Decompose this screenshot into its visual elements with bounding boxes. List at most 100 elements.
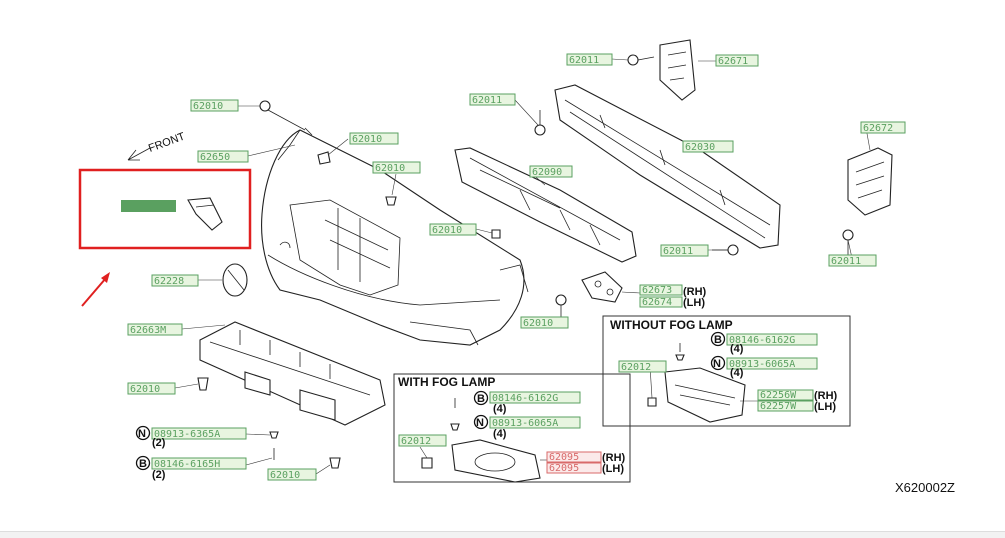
svg-text:B: B bbox=[477, 393, 485, 405]
nut-with-icon bbox=[450, 423, 460, 431]
part-label-62671[interactable]: 62671 bbox=[715, 54, 759, 67]
qty-bolt-c: (2) bbox=[152, 469, 166, 481]
part-label-62010-mid[interactable]: 62010 bbox=[429, 223, 477, 236]
svg-text:62011: 62011 bbox=[569, 55, 599, 66]
part-label-62012-a[interactable]: 62012 bbox=[618, 360, 667, 373]
bumper-reinforcement-drawing[interactable] bbox=[554, 84, 781, 249]
part-label-62228[interactable]: 62228 bbox=[151, 274, 199, 287]
svg-text:62011: 62011 bbox=[472, 95, 502, 106]
svg-text:B: B bbox=[139, 458, 147, 470]
side-rh-bracket: (RH) bbox=[683, 286, 707, 298]
part-label-62011-a[interactable]: 62011 bbox=[566, 53, 613, 66]
svg-text:08146-6165H: 08146-6165H bbox=[154, 459, 220, 470]
bolt-marker-b-c: B bbox=[135, 455, 151, 471]
with-fog-lamp-title: WITH FOG LAMP bbox=[398, 375, 495, 389]
part-label-nut-c[interactable]: 08913-6365A bbox=[151, 427, 247, 440]
bracket-62671-drawing[interactable] bbox=[659, 39, 696, 101]
svg-text:08913-6365A: 08913-6365A bbox=[154, 429, 220, 440]
part-label-62010-right[interactable]: 62010 bbox=[349, 132, 399, 145]
bolt-marker-b-a: B bbox=[710, 331, 726, 347]
energy-absorber-drawing[interactable] bbox=[454, 147, 637, 263]
part-label-bolt-a[interactable]: 08146-6162G bbox=[726, 333, 818, 346]
nut-marker-n-a: N bbox=[710, 355, 726, 371]
part-label-62030[interactable]: 62030 bbox=[682, 140, 734, 153]
part-label-62010-lower[interactable]: 62010 bbox=[520, 316, 569, 329]
part-label-62663m[interactable]: 62663M bbox=[127, 323, 183, 336]
nut-without-icon bbox=[675, 354, 685, 361]
svg-text:08146-6162G: 08146-6162G bbox=[492, 393, 558, 404]
qty-nut-c: (2) bbox=[152, 437, 166, 449]
part-label-62672[interactable]: 62672 bbox=[860, 121, 906, 134]
part-label-62256w[interactable]: 62256W bbox=[757, 389, 814, 401]
svg-text:62228: 62228 bbox=[154, 276, 184, 287]
side-rh-cover: (RH) bbox=[814, 390, 838, 402]
part-label-62011-d[interactable]: 62011 bbox=[828, 254, 877, 267]
part-label-bolt-b[interactable]: 08146-6162G bbox=[489, 391, 581, 404]
part-label-62674[interactable]: 62674 bbox=[639, 296, 683, 308]
part-label-62673[interactable]: 62673 bbox=[639, 284, 683, 296]
svg-text:62012: 62012 bbox=[621, 362, 651, 373]
part-label-62257w[interactable]: 62257W bbox=[757, 400, 814, 412]
nut-marker-n-c: N bbox=[135, 425, 151, 441]
without-fog-lamp-box bbox=[602, 315, 851, 427]
nut-undercover-icon bbox=[269, 431, 279, 439]
qty-bolt-b: (4) bbox=[493, 403, 507, 415]
selected-part-number-block[interactable] bbox=[121, 200, 176, 212]
part-label-nut-b[interactable]: 08913-6065A bbox=[489, 416, 581, 429]
svg-text:62011: 62011 bbox=[663, 246, 693, 257]
svg-text:62010: 62010 bbox=[130, 384, 160, 395]
svg-text:62674: 62674 bbox=[642, 297, 672, 308]
part-label-nut-a[interactable]: 08913-6065A bbox=[726, 357, 818, 370]
side-bracket-drawing[interactable] bbox=[581, 271, 623, 303]
svg-text:62257W: 62257W bbox=[760, 401, 797, 412]
svg-text:62663M: 62663M bbox=[130, 325, 166, 336]
part-label-62011-c[interactable]: 62011 bbox=[660, 244, 709, 257]
tow-hook-cover-drawing[interactable] bbox=[222, 263, 248, 297]
svg-text:62090: 62090 bbox=[532, 167, 562, 178]
svg-text:N: N bbox=[713, 358, 721, 370]
fog-cover-with-drawing[interactable] bbox=[451, 439, 541, 483]
part-label-62650[interactable]: 62650 bbox=[197, 150, 249, 163]
front-label: FRONT bbox=[147, 130, 187, 154]
svg-text:B: B bbox=[714, 334, 722, 346]
svg-text:62010: 62010 bbox=[193, 101, 223, 112]
svg-text:08913-6065A: 08913-6065A bbox=[729, 359, 795, 370]
part-label-bolt-c[interactable]: 08146-6165H bbox=[151, 457, 247, 470]
selected-part-pointer bbox=[81, 272, 110, 307]
svg-text:62673: 62673 bbox=[642, 285, 672, 296]
front-direction-arrow: FRONT bbox=[127, 130, 187, 161]
bumper-fascia-drawing[interactable] bbox=[261, 127, 529, 346]
part-label-62010-under[interactable]: 62010 bbox=[127, 382, 176, 395]
svg-text:62650: 62650 bbox=[200, 152, 230, 163]
bracket-62672-drawing[interactable] bbox=[847, 147, 893, 216]
part-label-62095-rh[interactable]: 62095 bbox=[546, 451, 602, 463]
part-label-62090[interactable]: 62090 bbox=[529, 165, 573, 178]
fog-cover-without-drawing[interactable] bbox=[664, 367, 746, 423]
svg-text:62671: 62671 bbox=[718, 56, 748, 67]
part-label-62011-b[interactable]: 62011 bbox=[469, 93, 516, 106]
bottom-scroll-strip bbox=[0, 531, 1005, 538]
clip-without-icon bbox=[647, 397, 657, 407]
svg-text:62012: 62012 bbox=[401, 436, 431, 447]
side-lh-cover: (LH) bbox=[814, 401, 836, 413]
svg-text:08146-6162G: 08146-6162G bbox=[729, 335, 795, 346]
qty-bolt-a: (4) bbox=[730, 343, 744, 355]
undercover-drawing[interactable] bbox=[199, 321, 386, 426]
part-label-62010-top[interactable]: 62010 bbox=[190, 99, 239, 112]
tow-hook-cover-detail[interactable] bbox=[187, 197, 223, 231]
part-label-62012-b[interactable]: 62012 bbox=[398, 434, 447, 447]
svg-text:62010: 62010 bbox=[523, 318, 553, 329]
svg-text:62010: 62010 bbox=[352, 134, 382, 145]
svg-text:62011: 62011 bbox=[831, 256, 861, 267]
svg-text:08913-6065A: 08913-6065A bbox=[492, 418, 558, 429]
svg-text:62010: 62010 bbox=[432, 225, 462, 236]
without-fog-lamp-title: WITHOUT FOG LAMP bbox=[610, 318, 733, 332]
qty-nut-a: (4) bbox=[730, 367, 744, 379]
svg-text:62010: 62010 bbox=[375, 163, 405, 174]
part-label-62095-lh[interactable]: 62095 bbox=[546, 462, 602, 474]
svg-text:N: N bbox=[476, 417, 484, 429]
svg-text:62030: 62030 bbox=[685, 142, 715, 153]
part-label-62010-clip[interactable]: 62010 bbox=[372, 161, 421, 174]
part-label-62010-bot[interactable]: 62010 bbox=[267, 468, 317, 481]
